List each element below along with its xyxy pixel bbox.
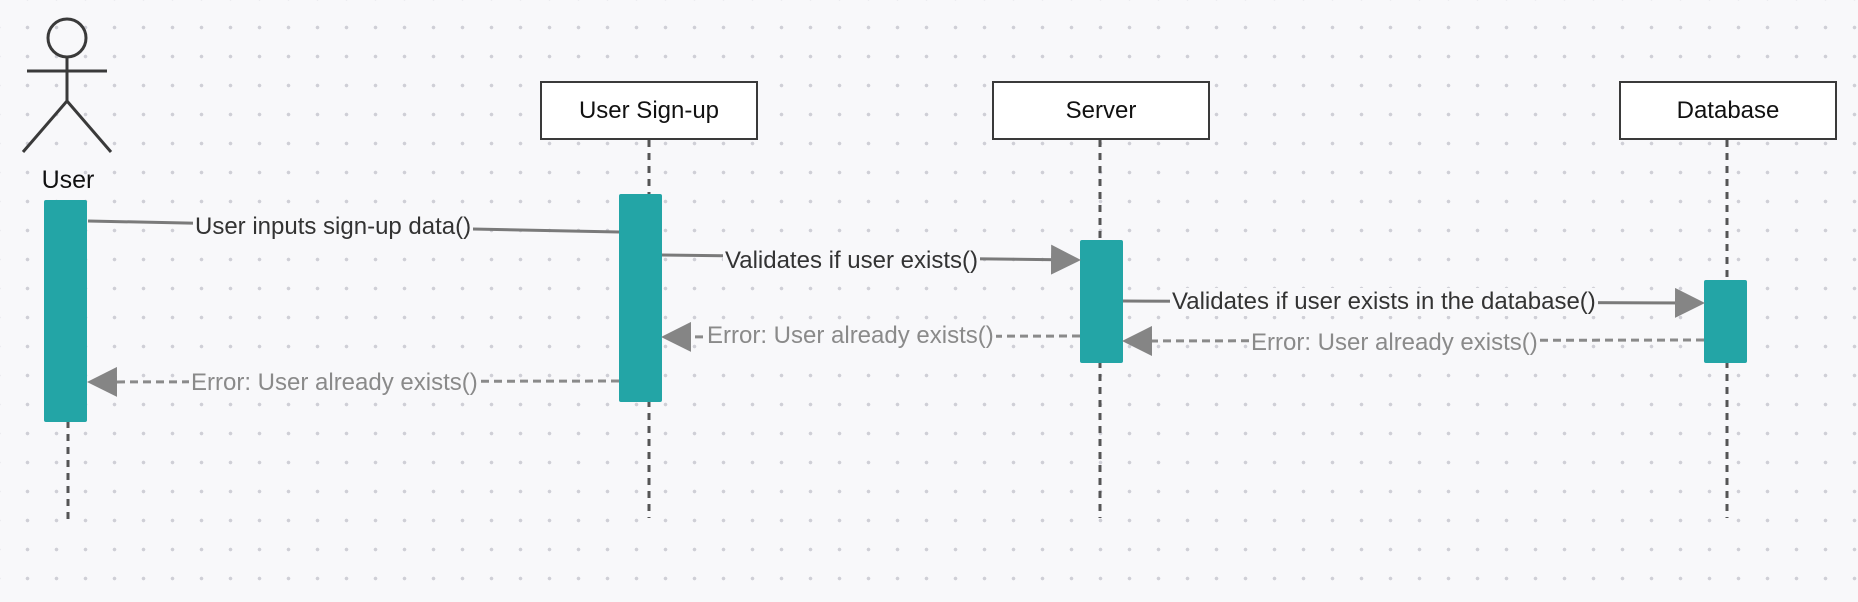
message-3-label: Validates if user exists in the database… — [1170, 288, 1598, 316]
actor-left-leg — [21, 100, 69, 153]
participant-database[interactable]: Database — [1619, 81, 1837, 140]
user-actor-icon — [21, 17, 113, 153]
message-6-label: Error: User already exists() — [189, 369, 480, 397]
actor-right-leg — [65, 100, 113, 153]
database-activation-bar — [1704, 280, 1747, 363]
message-1-label: User inputs sign-up data() — [193, 213, 474, 241]
user-activation-bar — [44, 200, 87, 422]
user-actor-label: User — [41, 166, 95, 194]
message-5-label: Error: User already exists() — [705, 322, 996, 350]
actor-head — [46, 17, 88, 59]
signup-activation-bar — [619, 194, 662, 402]
server-activation-bar — [1080, 240, 1123, 363]
participant-user-signup[interactable]: User Sign-up — [540, 81, 758, 140]
message-4-label: Error: User already exists() — [1249, 329, 1540, 357]
message-2-label: Validates if user exists() — [723, 247, 980, 275]
participant-server[interactable]: Server — [992, 81, 1210, 140]
